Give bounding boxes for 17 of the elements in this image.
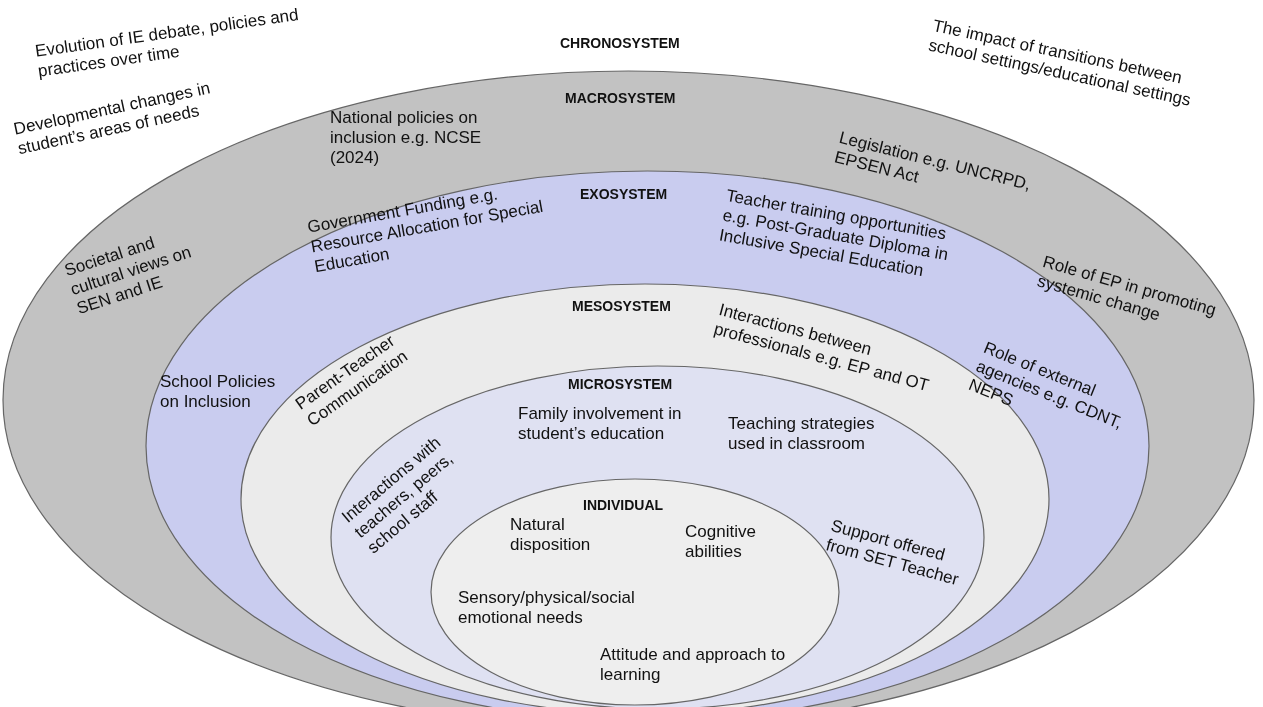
system-factor-text: Teaching strategies used in classroom	[728, 414, 876, 454]
heading: CHRONOSYSTEM	[560, 34, 680, 53]
system-factor-text: Support offered from SET Teacher	[823, 516, 962, 591]
system-factor-text: Family involvement in student’s education	[518, 404, 683, 444]
chronosystem-note: Evolution of IE debate, policies and practices over time	[34, 4, 301, 82]
system-factor-text: Attitude and approach to learning	[600, 645, 787, 685]
system-factor-text: Natural disposition	[510, 515, 592, 555]
system-factor-text: Government Funding e.g. Resource Allocation for Special Education	[306, 183, 546, 278]
system-heading: INDIVIDUAL	[583, 496, 664, 515]
system-factor-text: Sensory/physical/social emotional needs	[458, 588, 636, 628]
system-factor-text: Cognitive abilities	[685, 522, 757, 562]
system-factor-text: National policies on inclusion e.g. NCSE (2024)	[330, 108, 483, 168]
system-heading: MICROSYSTEM	[568, 375, 673, 394]
system-factor-text: School Policies on Inclusion	[160, 372, 277, 412]
system-heading: MESOSYSTEM	[572, 297, 671, 316]
system-heading: MACROSYSTEM	[565, 89, 676, 108]
system-heading: EXOSYSTEM	[580, 185, 668, 204]
